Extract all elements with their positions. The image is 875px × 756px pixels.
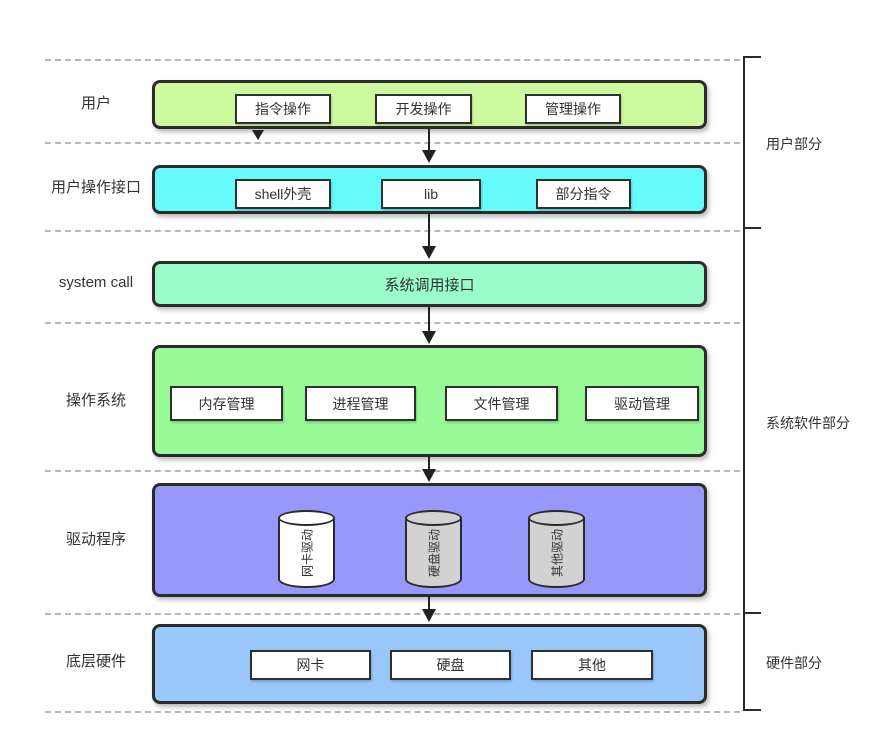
cylinder-other-driver: 其他驱动 <box>528 510 585 588</box>
cylinder-label: 其他驱动 <box>550 528 564 577</box>
arrow-down-icon <box>422 214 436 259</box>
cylinder-label: 硬盘驱动 <box>427 528 441 577</box>
node-lib: lib <box>381 179 481 209</box>
bracket-label-user-part: 用户部分 <box>766 136 822 152</box>
dashed-separator <box>45 59 740 61</box>
dashed-separator <box>45 711 740 713</box>
node-admin-ops: 管理操作 <box>525 94 621 124</box>
cylinder-body <box>278 518 335 588</box>
layer-drivers-box: 网卡驱动 硬盘驱动 其他驱动 <box>152 483 707 597</box>
bracket-label-hardware-part: 硬件部分 <box>766 655 822 671</box>
dashed-separator <box>45 142 740 144</box>
node-file-mgmt: 文件管理 <box>445 386 558 421</box>
node-command-ops: 指令操作 <box>235 94 331 124</box>
layer-hardware-box: 网卡 硬盘 其他 <box>152 624 707 704</box>
label-os: 操作系统 <box>65 392 126 409</box>
label-drivers: 驱动程序 <box>65 531 126 548</box>
cylinder-top <box>278 510 335 526</box>
node-process-mgmt: 进程管理 <box>305 386 416 421</box>
node-driver-mgmt: 驱动管理 <box>585 386 699 421</box>
node-memory-mgmt: 内存管理 <box>170 386 283 421</box>
cylinder-disk-driver: 硬盘驱动 <box>405 510 462 588</box>
arrow-down-icon <box>422 457 436 482</box>
cylinder-body <box>528 518 585 588</box>
label-system-call: system call <box>58 274 134 291</box>
arrow-down-icon <box>422 307 436 344</box>
dashed-separator <box>45 470 740 472</box>
bracket-tick <box>743 709 761 711</box>
node-other: 其他 <box>531 650 653 680</box>
arrow-down-icon <box>252 130 264 140</box>
cylinder-body <box>405 518 462 588</box>
node-disk: 硬盘 <box>390 650 511 680</box>
bracket-tick <box>743 612 761 614</box>
bracket-tick <box>743 56 761 58</box>
layer-user-interface-box: shell外壳 lib 部分指令 <box>152 165 707 214</box>
bracket-tick <box>743 227 761 229</box>
cylinder-top <box>405 510 462 526</box>
arrow-down-icon <box>422 129 436 163</box>
dashed-separator <box>45 613 740 615</box>
label-hardware: 底层硬件 <box>65 653 126 670</box>
bracket-label-software-part: 系统软件部分 <box>766 415 850 431</box>
cylinder-label: 网卡驱动 <box>300 528 314 577</box>
layer-system-call-box: 系统调用接口 <box>152 261 707 307</box>
cylinder-top <box>528 510 585 526</box>
label-user: 用户 <box>80 95 111 112</box>
label-user-interface: 用户操作接口 <box>50 179 141 196</box>
layer-os-box: 内存管理 进程管理 文件管理 驱动管理 <box>152 345 707 457</box>
layer-user-box: 指令操作 开发操作 管理操作 <box>152 80 707 129</box>
dashed-separator <box>45 230 740 232</box>
cylinder-nic-driver: 网卡驱动 <box>278 510 335 588</box>
node-partial-commands: 部分指令 <box>536 179 631 209</box>
node-shell: shell外壳 <box>235 179 331 209</box>
arrow-down-icon <box>422 597 436 622</box>
node-syscall-interface: 系统调用接口 <box>384 276 475 294</box>
node-dev-ops: 开发操作 <box>375 94 472 124</box>
bracket-line <box>743 56 745 711</box>
node-nic: 网卡 <box>250 650 371 680</box>
dashed-separator <box>45 322 740 324</box>
